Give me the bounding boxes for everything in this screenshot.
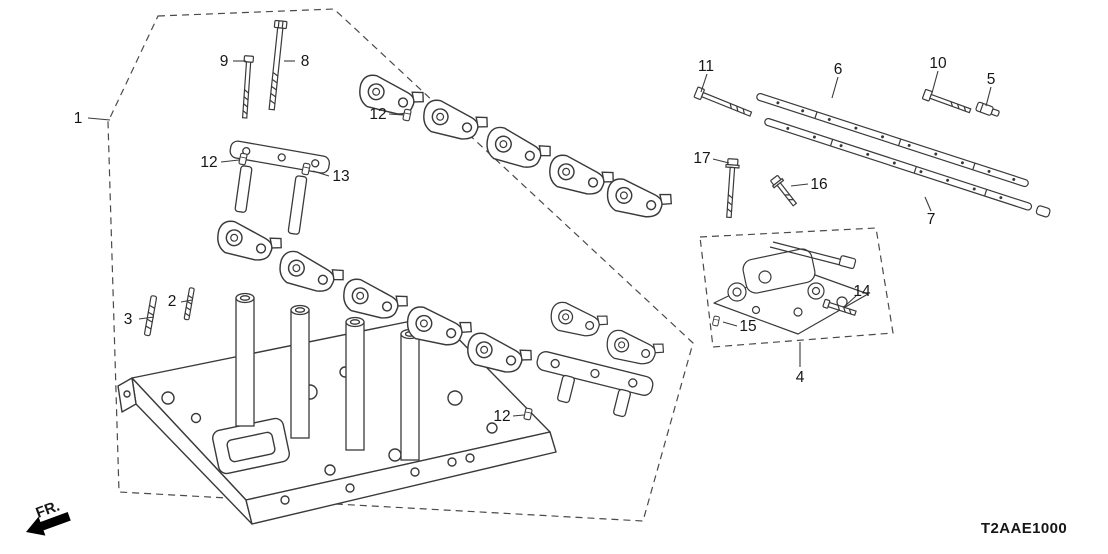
leader-line (220, 159, 240, 163)
bolt-11-drawing (693, 86, 753, 117)
callout-label-15: 15 (739, 318, 756, 335)
callout-label-14: 14 (853, 283, 871, 300)
rocker-arm (602, 326, 667, 373)
callout-label-16: 16 (810, 176, 827, 193)
callout-label-6: 6 (834, 61, 843, 78)
callout-label-13: 13 (332, 168, 349, 185)
part-1-boundary-outline (107, 8, 694, 522)
leader-line (790, 183, 809, 187)
fr-arrow-icon (26, 512, 71, 536)
leader-line (722, 321, 738, 327)
part-4-boundary-outline (699, 227, 894, 348)
callout-label-5: 5 (987, 71, 996, 88)
leader-line (985, 86, 992, 107)
callout-label-17: 17 (693, 150, 710, 167)
leader-line (512, 414, 525, 417)
rocker-arm (273, 246, 347, 303)
stud-2-drawing (183, 287, 195, 321)
bolt-8-drawing (268, 19, 288, 111)
rocker-arm (543, 150, 617, 205)
callout-labels: 1 9 8 12 12 13 2 3 12 11 6 10 5 17 16 7 … (74, 53, 996, 425)
leader-line (138, 316, 155, 320)
rocker-shaft-7-drawing (764, 117, 1051, 218)
leader-line (931, 70, 939, 94)
callout-label-1: 1 (74, 110, 83, 127)
leader-lines (87, 60, 992, 417)
rocker-shaft-6-drawing (756, 92, 1029, 188)
fr-direction-arrow: FR. (26, 498, 71, 536)
rocker-arm-set (211, 70, 675, 383)
lower-bracket-drawing (536, 351, 654, 418)
leader-line (180, 299, 193, 303)
callout-label-3: 3 (124, 311, 133, 328)
bolt-9-drawing (241, 55, 255, 119)
dowel-pin-15 (711, 315, 721, 327)
stud-3-drawing (143, 295, 158, 337)
leader-line (831, 76, 839, 99)
callout-label-2: 2 (168, 293, 177, 310)
rocker-arm (480, 122, 554, 179)
bolt-14-drawing (822, 298, 857, 317)
rocker-arm (546, 298, 611, 345)
leader-line (924, 196, 932, 212)
leader-line (388, 113, 404, 116)
callout-label-10: 10 (929, 55, 947, 72)
callout-label-12: 12 (369, 106, 386, 123)
vtc-assembly-drawing (713, 241, 869, 335)
leader-line (844, 295, 857, 307)
callout-label-11: 11 (698, 58, 714, 75)
callout-label-4: 4 (796, 369, 805, 386)
callout-label-7: 7 (927, 211, 936, 228)
bolt-17-drawing (725, 158, 740, 219)
bolt-16-drawing (770, 175, 798, 207)
diagram-code: T2AAE1000 (981, 520, 1067, 537)
valve-guide-tubes (235, 292, 420, 461)
rocker-arm (601, 174, 675, 228)
leader-line (87, 117, 111, 121)
leader-line (700, 73, 708, 93)
rocker-arm (353, 70, 427, 125)
callout-label-9: 9 (220, 53, 229, 70)
bolt-10-drawing (921, 88, 972, 114)
callout-label-12: 12 (493, 408, 510, 425)
callout-label-12: 12 (200, 154, 217, 171)
leader-line (712, 158, 730, 164)
rocker-arm (211, 216, 285, 271)
leader-line (312, 170, 330, 177)
callout-label-8: 8 (301, 53, 310, 70)
rocker-arm (417, 95, 491, 150)
part-5-drawing (975, 101, 1000, 117)
